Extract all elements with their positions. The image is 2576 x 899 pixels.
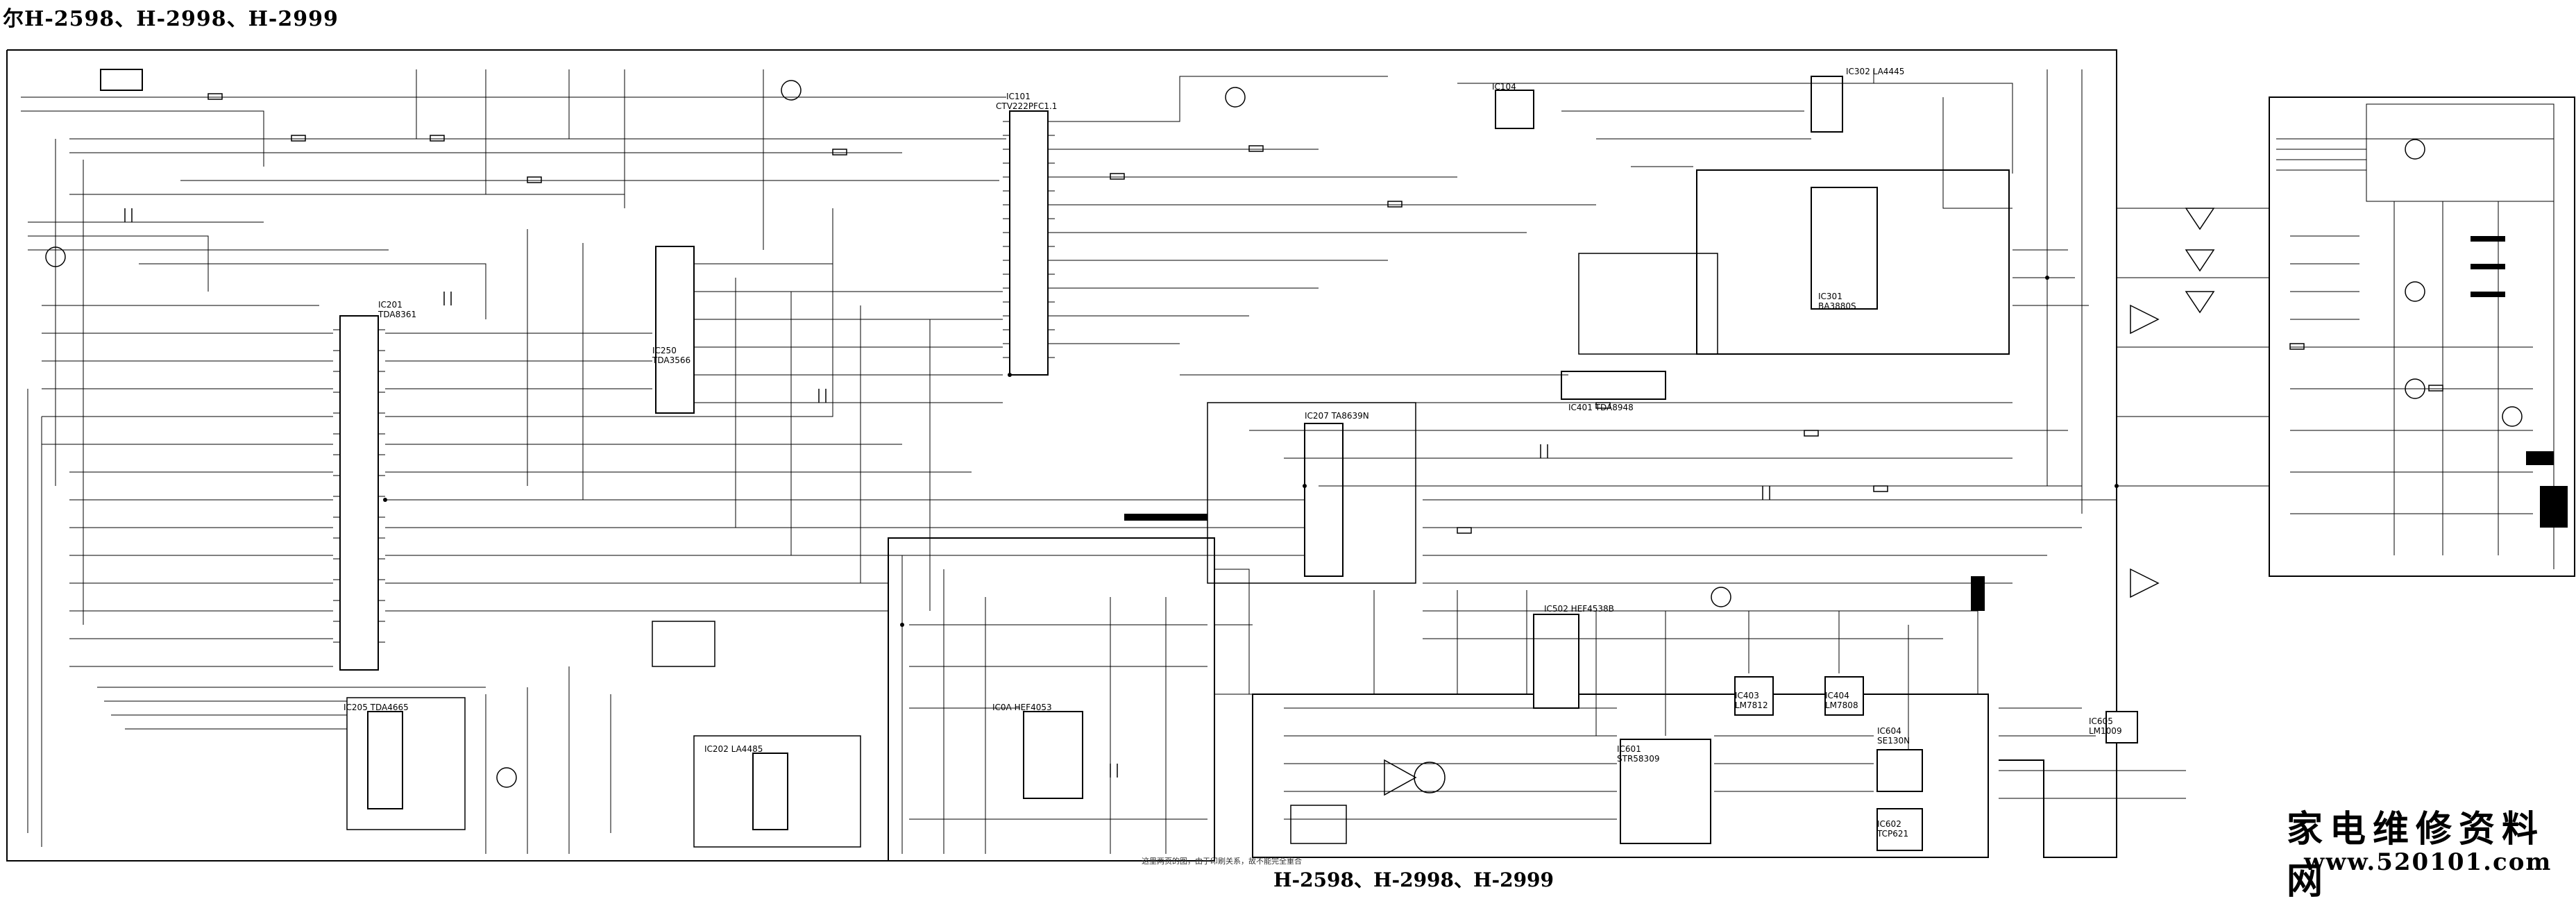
watermark-site-name: 家电维修资料网	[2287, 808, 2545, 899]
ic602-part-label: TCP621	[1877, 829, 1909, 839]
ic250-label: IC250	[652, 346, 677, 355]
page-title: 尔H-2598、H-2998、H-2999	[3, 7, 339, 31]
ic101-part-label: CTV222PFC1.1	[996, 101, 1058, 111]
ic0a-label: IC0A HEF4053	[992, 703, 1052, 712]
ic604-label: IC604	[1877, 726, 1901, 736]
ic301-part-label: BA3880S	[1818, 301, 1856, 311]
ic201-label: IC201	[378, 300, 402, 310]
ic301-label: IC301	[1818, 292, 1842, 301]
ic404-label: IC404	[1825, 691, 1849, 700]
ic601-part-label: STR58309	[1617, 754, 1660, 764]
ic502-label: IC502 HEF4538B	[1544, 604, 1614, 614]
ic205-label: IC205 TDA4665	[344, 703, 409, 712]
watermark-url: www.520101.com	[2304, 848, 2552, 876]
footer-title: H-2598、H-2998、H-2999	[1273, 868, 1554, 891]
print-note: 这里两页的图，由于印刷关系，故不能完全重合	[1142, 857, 1302, 866]
ic201-part-label: TDA8361	[378, 310, 417, 319]
ic250-part-label: TDA3566	[652, 355, 691, 365]
ic207-label: IC207 TA8639N	[1305, 411, 1369, 421]
ic602-label: IC602	[1877, 819, 1901, 829]
ic104-label: IC104	[1492, 82, 1516, 92]
ic403-part-label: LM7812	[1735, 700, 1768, 710]
ic302-label: IC302 LA4445	[1846, 67, 1905, 76]
ic401-label: IC401 TDA8948	[1568, 403, 1634, 412]
ic202-label: IC202 LA4485	[704, 744, 763, 754]
ic605-part-label: LM1009	[2089, 726, 2122, 736]
ic601-label: IC601	[1617, 744, 1641, 754]
ic604-part-label: SE130N	[1877, 736, 1910, 746]
ic101-label: IC101	[1006, 92, 1031, 101]
ic404-part-label: LM7808	[1825, 700, 1858, 710]
ic403-label: IC403	[1735, 691, 1759, 700]
ic605-label: IC605	[2089, 716, 2113, 726]
